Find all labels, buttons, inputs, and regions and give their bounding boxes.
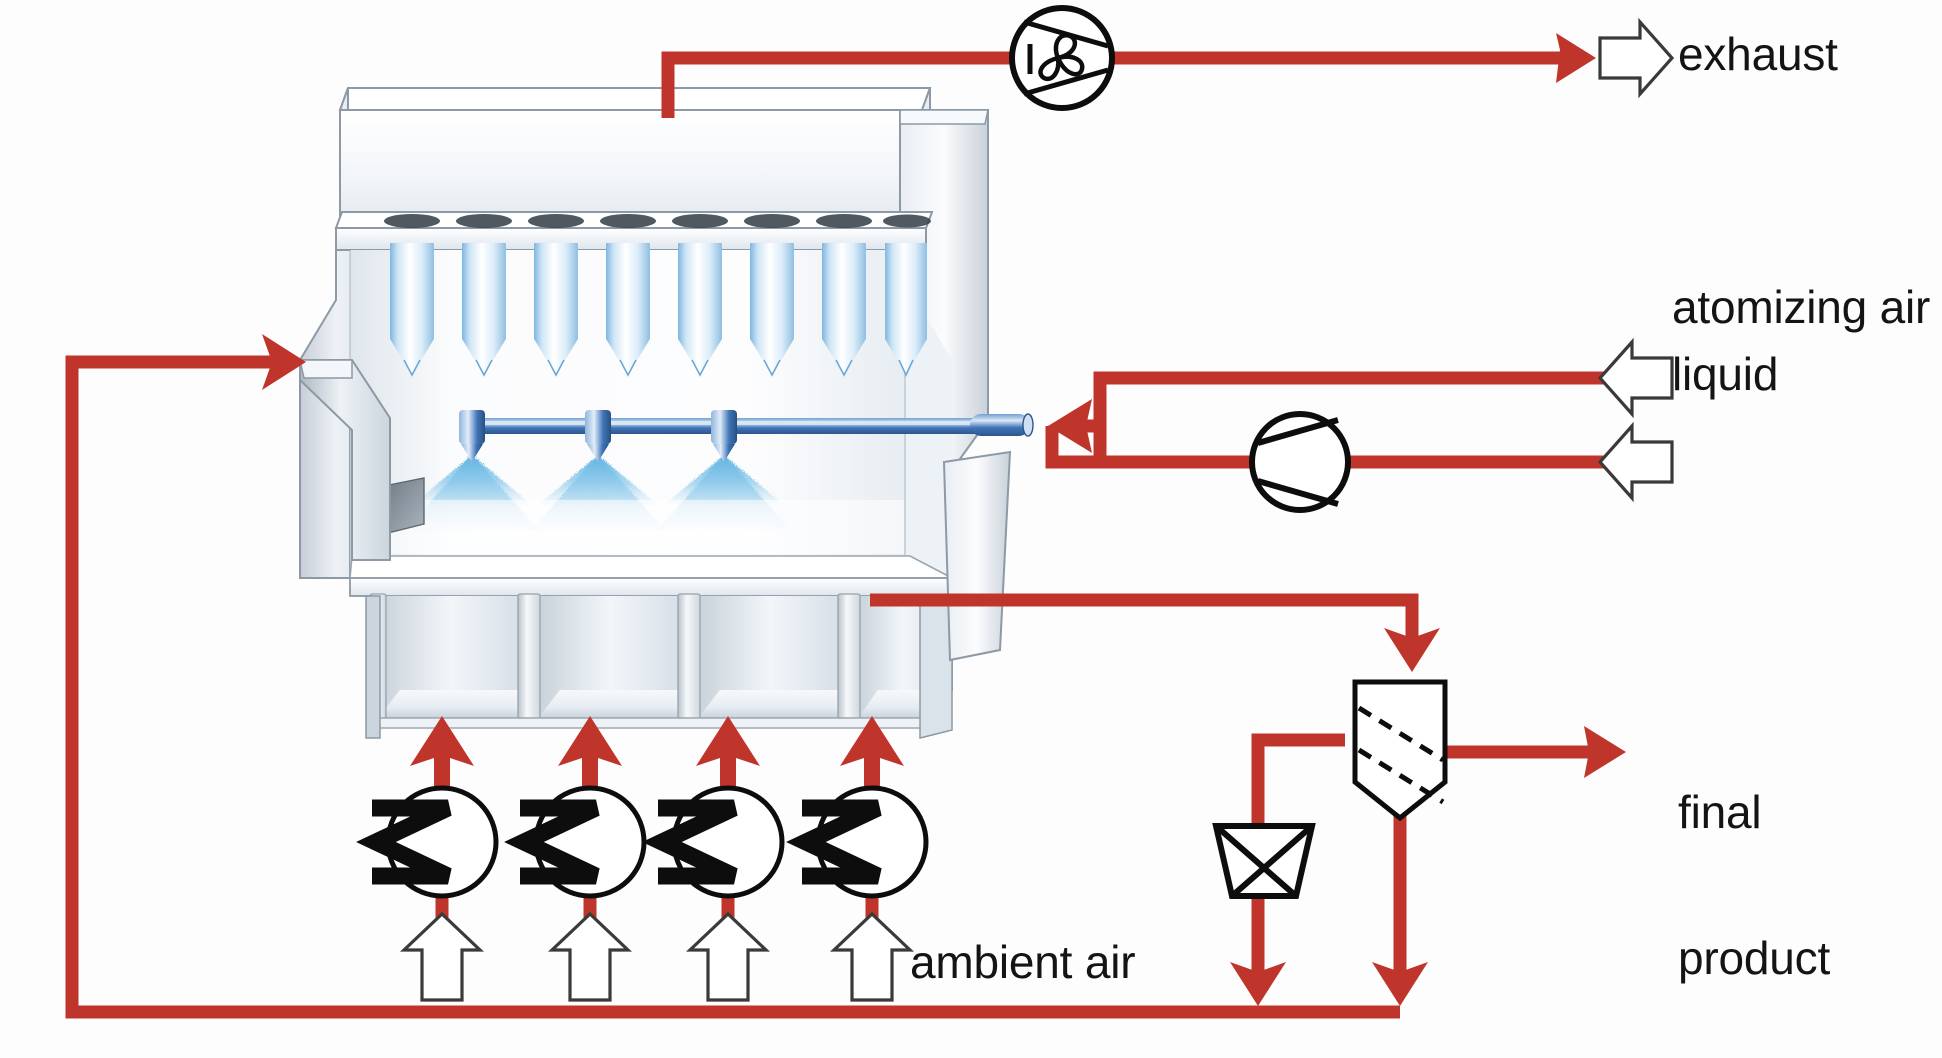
exhaust-outlet-arrow [1598, 17, 1675, 99]
recycle-return-line [65, 355, 1400, 1019]
arrow-recycle-down-1 [1230, 962, 1286, 1006]
spray-fade [352, 500, 904, 554]
chamber-legs [365, 595, 953, 739]
cyclone-recycle-line [1251, 733, 1345, 986]
heater-coil-icon [356, 799, 452, 885]
arrow-plenum-4 [840, 716, 904, 800]
flow-arrowheads [262, 33, 1626, 1006]
arrow-lance-feed [1048, 399, 1092, 453]
air-handler-1[interactable] [356, 785, 499, 899]
label-final-product-line1: final [1678, 785, 1762, 838]
arrow-plenum-2 [558, 716, 622, 800]
label-ambient-air: ambient air [910, 936, 1136, 988]
label-final-product: final product [1678, 690, 1830, 1031]
product-to-cyclone-line [870, 593, 1419, 652]
left-inlet-duct [299, 359, 391, 561]
distributor-plate [349, 555, 953, 597]
ambient-air-arrow-1 [399, 911, 485, 1002]
heater-coil-icon [642, 799, 738, 885]
liquid-inlet-arrow [1597, 421, 1674, 503]
air-plenums [369, 593, 949, 729]
air-handler-3[interactable] [642, 785, 785, 899]
arrow-plenum-3 [696, 716, 760, 800]
spray-nozzles [459, 410, 737, 462]
arrow-plenum-1 [410, 716, 474, 800]
ambient-air-arrow-2 [547, 911, 633, 1002]
arrow-cyclone-in [1384, 628, 1440, 672]
fan-blades-icon [1038, 33, 1085, 82]
feed-pump[interactable] [1249, 411, 1351, 513]
air-handler-2[interactable] [504, 785, 647, 899]
label-final-product-line2: product [1678, 931, 1831, 984]
filter-bags [390, 243, 927, 377]
ambient-air-arrow-4 [829, 911, 915, 1002]
label-liquid: liquid [1672, 348, 1779, 400]
arrow-final-product [1584, 726, 1626, 778]
heater-coil-icon [786, 799, 882, 885]
air-handler-4[interactable] [786, 785, 929, 899]
heater-coil-icon [504, 799, 600, 885]
cyclone-separator[interactable] [1352, 679, 1448, 822]
arrow-chamber-inlet [262, 334, 306, 390]
exhaust-duct-line [661, 51, 1014, 118]
arrow-exhaust-out [1556, 33, 1596, 83]
tube-sheet-holes [384, 214, 931, 228]
atomizing-air-to-lance [1045, 426, 1100, 469]
stream-block-arrows [399, 17, 1675, 1002]
atomizing-air-inlet-arrow [1597, 337, 1674, 419]
ambient-air-arrow-3 [685, 911, 771, 1002]
product-filter[interactable] [1212, 823, 1316, 899]
exhaust-fan[interactable] [1009, 5, 1115, 111]
atomizing-air-line [1093, 371, 1610, 462]
label-atomizing-air: atomizing air [1672, 281, 1931, 333]
arrow-recycle-down-2 [1372, 962, 1428, 1006]
label-exhaust: exhaust [1678, 28, 1838, 80]
